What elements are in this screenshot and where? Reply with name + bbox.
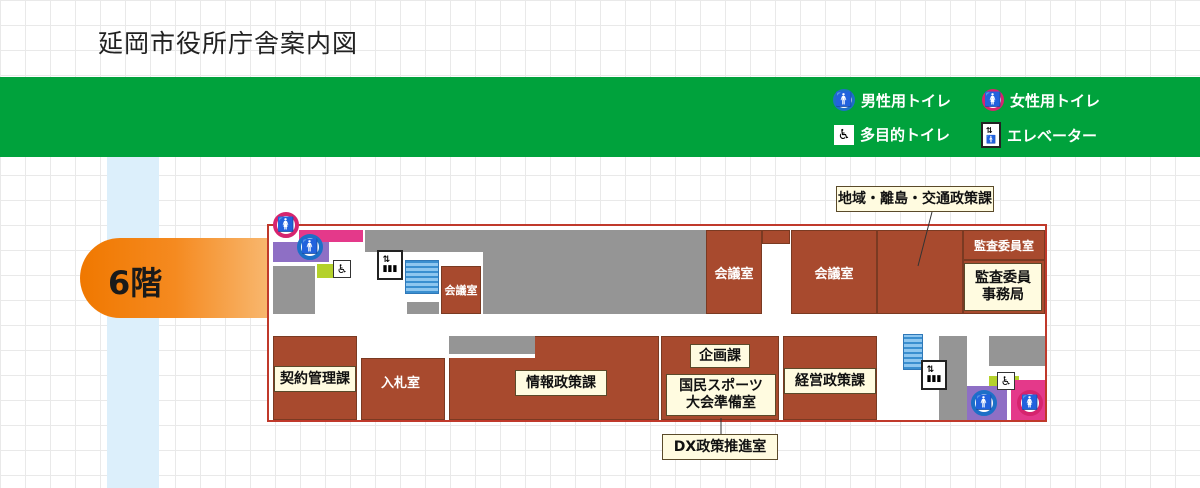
stairs (903, 334, 923, 370)
corridor-block (273, 266, 315, 314)
corridor-block (449, 336, 535, 354)
room-label: 会議室 (714, 266, 754, 282)
floor-label: 6階 (108, 264, 163, 302)
room-kaigi-2[interactable]: 会議室 (791, 230, 877, 314)
female-toilet-icon: 🚺 (982, 89, 1004, 111)
legend-male-label: 男性用トイレ (861, 91, 952, 110)
room-label: 監査委員室 (973, 238, 1034, 253)
label-chiiki: 地域・離島・交通政策課 (836, 186, 994, 212)
wheelchair-icon: ♿ (333, 260, 351, 278)
corridor-block (657, 288, 707, 314)
legend-female-toilet: 🚺 女性用トイレ (982, 89, 1100, 111)
label-keiei: 経営政策課 (784, 368, 876, 394)
elevator-icon: ⇅▮▮▮ (921, 360, 947, 390)
room-label: 会議室 (444, 284, 478, 297)
stairs (405, 260, 439, 294)
label-nyusatsu: 入札室 (381, 376, 421, 391)
wheelchair-icon: ♿ (834, 124, 854, 145)
room-kansa-iin[interactable]: 監査委員室 (963, 230, 1045, 260)
label-kansa-jimu: 監査委員 事務局 (964, 263, 1042, 311)
label-kikaku: 企画課 (690, 344, 750, 368)
legend-elevator-label: エレベーター (1007, 126, 1098, 145)
legend-accessible-toilet: ♿ 多目的トイレ (834, 124, 950, 145)
male-toilet-icon: 🚹 (971, 390, 997, 416)
legend-male-toilet: 🚹 男性用トイレ (833, 89, 951, 111)
accessible-toilet-area (317, 264, 337, 278)
room-label: 会議室 (814, 266, 854, 282)
room-kaigi-1[interactable]: 会議室 (706, 230, 762, 314)
corridor-block (407, 302, 439, 314)
elevator-icon: ⇅▮▮▮ (377, 250, 403, 280)
room-kaigi-small[interactable]: 会議室 (441, 266, 481, 314)
page-title: 延岡市役所庁舎案内図 (98, 29, 359, 58)
room-kaigi-1-notch (762, 230, 790, 244)
label-keiyaku: 契約管理課 (274, 366, 356, 392)
legend-elevator: ⇅🚹 エレベーター (981, 122, 1097, 148)
male-toilet-icon: 🚹 (297, 234, 323, 260)
elevator-icon: ⇅🚹 (981, 122, 1001, 148)
female-toilet-icon: 🚺 (1017, 390, 1043, 416)
floor-tab[interactable] (80, 238, 270, 318)
corridor-block (989, 336, 1045, 366)
male-toilet-icon: 🚹 (833, 89, 855, 111)
room-chiiki[interactable] (877, 230, 963, 314)
floor-plan: 会議室 会議室 会議室 監査委員室 ⇅▮▮▮ ⇅▮▮▮ 🚺 🚹 ♿ 🚹 🚺 ♿ (267, 212, 1047, 422)
label-joho: 情報政策課 (515, 370, 607, 396)
legend-accessible-label: 多目的トイレ (860, 126, 951, 144)
wheelchair-icon: ♿ (997, 372, 1015, 390)
female-toilet-icon: 🚺 (273, 212, 299, 238)
guide-stripe (107, 157, 159, 488)
room-nyusatsu[interactable] (361, 358, 445, 420)
label-kokumin: 国民スポーツ 大会準備室 (666, 374, 776, 416)
legend-female-label: 女性用トイレ (1010, 91, 1101, 110)
label-dx: DX政策推進室 (662, 434, 778, 460)
corridor-block (365, 230, 707, 252)
legend-band: 🚹 男性用トイレ 🚺 女性用トイレ ♿ 多目的トイレ ⇅🚹 エレベーター (0, 77, 1200, 157)
